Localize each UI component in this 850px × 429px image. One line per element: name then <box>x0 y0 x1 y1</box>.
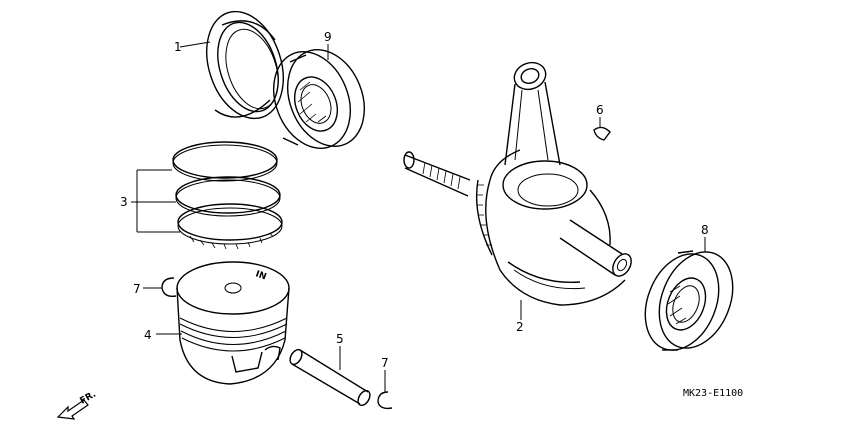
oil-seal-part[interactable] <box>194 2 296 129</box>
diagram-code: MK23-E1100 <box>683 388 743 399</box>
piston-rings-part[interactable] <box>172 141 283 250</box>
callout-6: 6 <box>596 103 604 117</box>
woodruff-key-part[interactable] <box>593 126 611 141</box>
leader-lines <box>131 41 706 393</box>
callout-4: 4 <box>144 328 152 342</box>
pin-clip-lower-part[interactable] <box>377 391 393 410</box>
callout-2: 2 <box>516 320 524 334</box>
svg-text:IN: IN <box>254 269 268 282</box>
piston-pin-part[interactable] <box>288 348 373 408</box>
callout-7-lower: 7 <box>381 356 389 370</box>
bearing-left-part[interactable] <box>260 38 378 160</box>
callout-3: 3 <box>120 195 128 209</box>
direction-label: FR. <box>79 390 98 407</box>
bearing-right-part[interactable] <box>632 241 747 361</box>
callout-5: 5 <box>336 332 344 346</box>
front-direction-arrow-icon: FR. <box>56 390 98 420</box>
callout-8: 8 <box>701 223 709 237</box>
pin-clip-upper-part[interactable] <box>161 277 177 298</box>
piston-part[interactable]: IN <box>176 261 290 385</box>
callout-9: 9 <box>324 30 332 44</box>
callout-7-upper: 7 <box>133 282 141 296</box>
callout-1: 1 <box>174 40 182 54</box>
crankshaft-part[interactable] <box>403 58 635 306</box>
